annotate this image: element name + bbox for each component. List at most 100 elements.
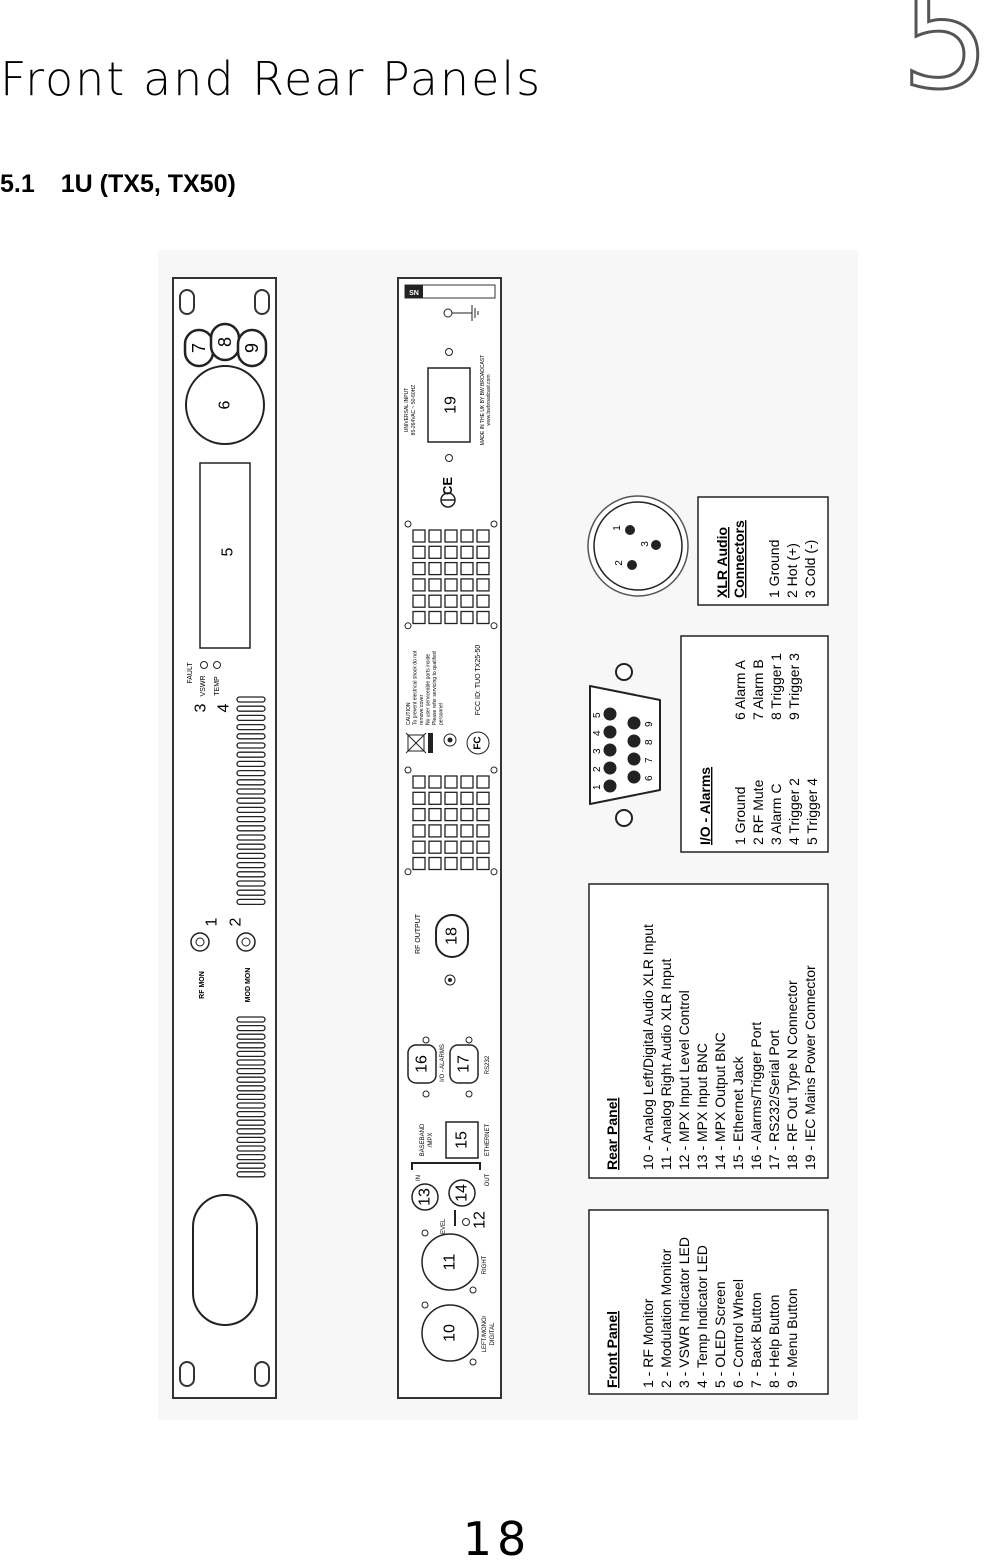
rear-panel-legend-item: 19 - IEC Mains Power Connector [802,965,818,1170]
xlr-pin-label: 3 [640,541,651,547]
vent-square [476,610,490,625]
vent-square [444,545,458,559]
vent-slot [236,714,266,722]
vent-square [444,594,458,608]
io-alarms-legend-item: 2 RF Mute [750,779,766,845]
vent-square [428,529,442,543]
caution-line: No user serviceable parts inside [426,654,432,725]
vent-square [460,561,474,576]
vent-square [476,807,490,822]
section-title: 1U (TX5, TX50) [60,170,236,198]
rf-mon-bnc-center [195,937,205,947]
vent-slot [236,1050,266,1058]
vent-slot [236,1024,266,1032]
caution-line: To prevent electrical shock do not [413,650,419,725]
baseband-label: BASEBAND [420,1123,426,1156]
vent-square [476,594,490,608]
level-control-knob [462,1218,470,1226]
rear-panel-legend-item: 13 - MPX Input BNC [694,1043,710,1170]
left-mono-label: LEFT/MONO/ [482,1315,488,1352]
vent-square [444,824,458,838]
vent-square [412,807,426,822]
voltage-label: 85-264VAC ~ 50-60HZ [411,385,417,436]
rack-slot [179,1361,195,1387]
mod-mon-bnc [236,932,256,952]
rear-vent-grid [404,520,498,630]
caution-line: Please refer servicing to qualified [432,651,438,725]
weee-icon [405,732,427,754]
fc-icon: FC [466,731,490,755]
front-panel-legend-item: 1 - RF Monitor [640,1298,656,1388]
vent-slot [236,1162,266,1169]
vent-screw [490,766,498,774]
vent-slot [236,1136,266,1144]
dsub-pin-label: 7 [644,757,655,763]
menu-button: 9 [236,328,268,368]
dsub-pin [627,716,641,730]
rear-panel-legend-item: 10 - Analog Left/Digital Audio XLR Input [640,924,656,1170]
rear-panel-legend-item: 18 - RF Out Type N Connector [784,980,800,1170]
vent-square [476,840,490,854]
dsub-pin [627,770,641,784]
dsub-pin [603,761,617,775]
rs232-port [449,1044,479,1084]
rear-panel-legend-item: 11 - Analog Right Audio XLR Input [658,958,674,1170]
dsub-pin-label: 1 [592,784,603,790]
vent-square [460,775,474,789]
baseband-bracket [411,1162,481,1170]
vent-screw [404,520,412,528]
vent-square [444,840,458,854]
vent-square [460,578,474,592]
callout-3: 3 [193,703,210,712]
vent-square [476,529,490,543]
xlr-pin-3 [651,540,661,550]
dsub-screw [615,809,633,827]
chapter-number: 5 [899,0,991,121]
universal-input-label: UNIVERSAL INPUT [404,388,410,433]
rf-output-connector [435,914,469,958]
vent-square [412,561,426,576]
mpx-output-bnc [448,1179,476,1207]
callout-19: 19 [443,396,460,414]
vent-square [444,791,458,805]
front-panel-legend-item: 3 - VSWR Indicator LED [676,1237,692,1388]
vent-screw [490,520,498,528]
io-alarms-legend-item: 5 Trigger 4 [804,778,820,845]
vent-slot [236,797,266,804]
right-label: RIGHT [482,1255,488,1274]
rear-panel-legend-box: Rear Panel 10 - Analog Left/Digital Audi… [588,883,829,1179]
vent-square [476,545,490,559]
in-label: IN [416,1175,422,1181]
mod-mon-bnc-center [241,937,251,947]
dsub-pin [627,734,641,748]
io-alarms-legend-item: 9 Trigger 3 [786,653,802,720]
rf-output-label: RF OUTPUT [415,913,422,954]
serial-number-tag [405,285,423,298]
vent-square [428,594,442,608]
vent-square [460,545,474,559]
io-alarms-legend-item: 3 Alarm C [768,784,784,845]
vent-slot [236,889,266,896]
temp-label: TEMP [214,676,221,696]
fault-led [200,661,208,669]
vent-square [460,840,474,854]
rack-slot [254,289,270,315]
vent-slot [236,825,266,832]
vent-screw [404,766,412,774]
vent-square [444,561,458,576]
vent-square [476,791,490,805]
front-vent-slots [236,696,266,906]
ethernet-label: ETHERNET [485,1124,491,1157]
vent-square [444,610,458,625]
dsub-pin [603,779,617,793]
vent-square [460,824,474,838]
vent-slot [236,1033,266,1040]
vent-slot [236,1059,266,1066]
io-alarms-legend-title: I/O - Alarms [697,767,713,845]
callout-2: 2 [228,917,245,926]
vent-square [428,791,442,805]
vent-square [444,529,458,543]
